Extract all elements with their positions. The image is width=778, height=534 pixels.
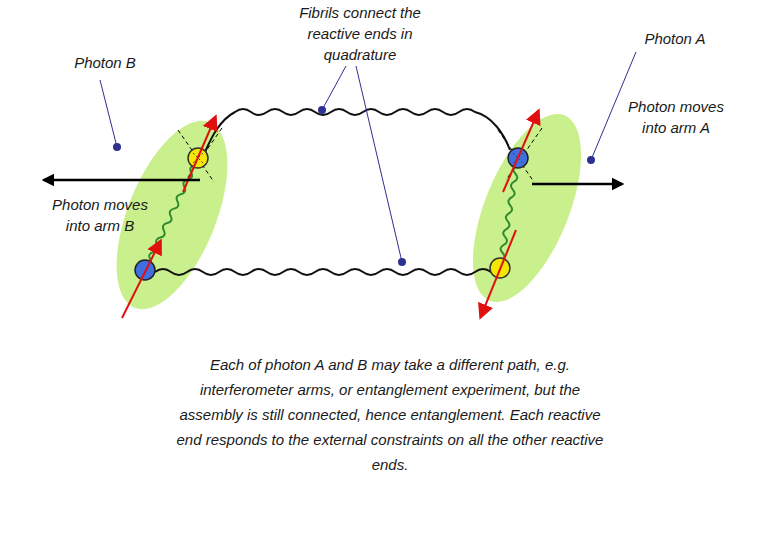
fibril <box>205 109 510 152</box>
motion-arrow <box>44 179 200 182</box>
motion-label: Photon moves into arm A <box>628 96 724 138</box>
note-label: Fibrils connect the reactive ends in qua… <box>275 2 445 65</box>
ball-cross <box>193 153 523 163</box>
spring <box>497 158 520 269</box>
leader-dot <box>113 106 595 266</box>
fibril <box>155 268 496 275</box>
motion-arrow <box>532 183 622 186</box>
photon-label: Photon A <box>615 28 735 49</box>
dashed-cross <box>178 128 542 182</box>
motion-label: Photon moves into arm B <box>52 194 148 236</box>
photon-label: Photon B <box>45 52 165 73</box>
leader-line <box>100 52 636 262</box>
photon-ellipse <box>451 100 604 317</box>
photon-ellipse <box>94 106 251 324</box>
caption: Each of photon A and B may take a differ… <box>170 352 610 477</box>
spin-arrow <box>122 112 538 318</box>
